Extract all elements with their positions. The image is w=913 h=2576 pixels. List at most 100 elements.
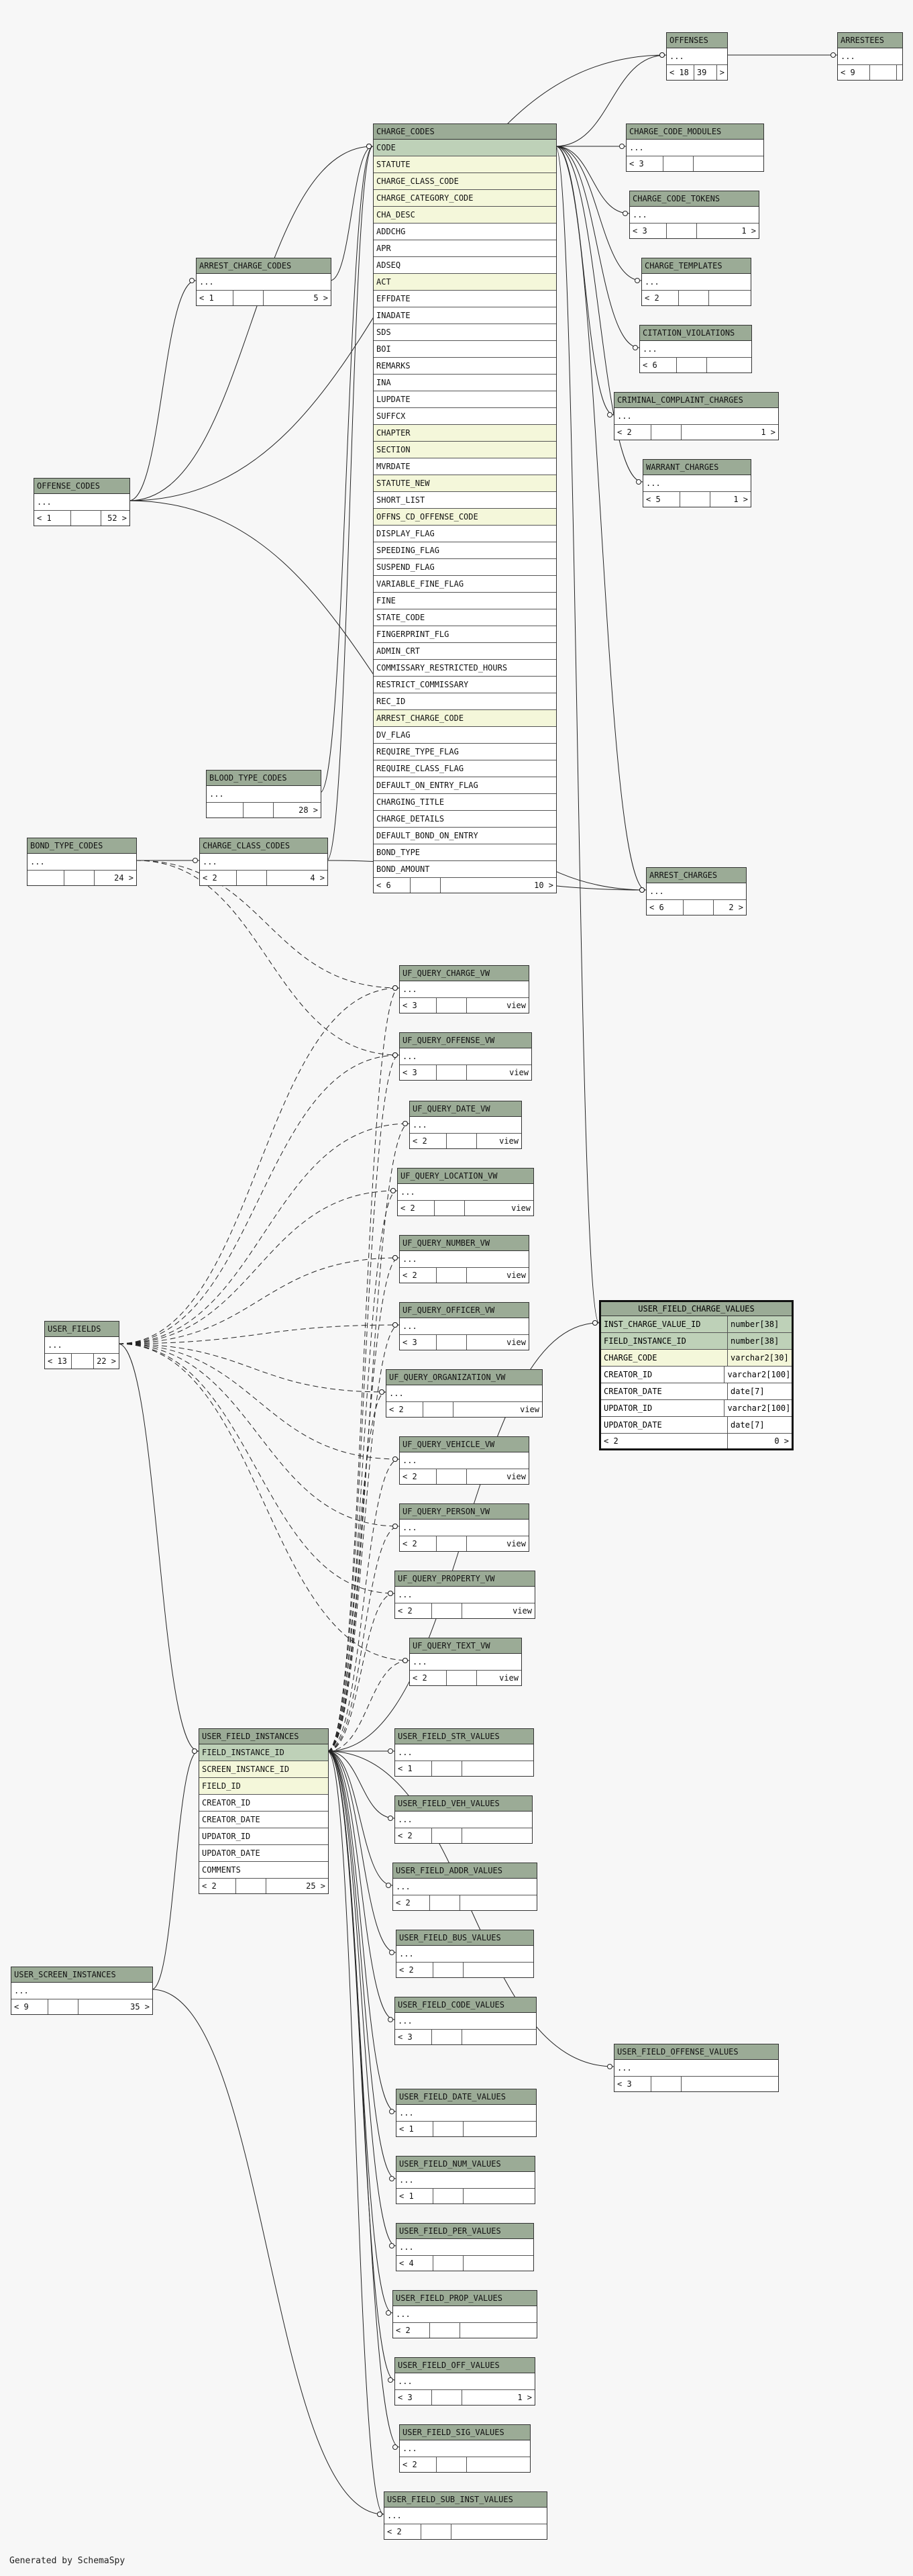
column-row[interactable]: CHARGE_CLASS_CODE [374, 173, 556, 190]
parents-count[interactable]: < 2 [400, 1268, 437, 1283]
parents-count[interactable]: < 3 [614, 2077, 651, 2091]
column-row[interactable]: ... [643, 475, 751, 492]
table-title[interactable]: ARRESTEES [838, 33, 902, 48]
column-row[interactable]: ... [398, 1184, 533, 1201]
row-count[interactable] [433, 2122, 464, 2136]
children-count[interactable]: view [509, 1068, 529, 1077]
parents-count[interactable]: < 1 [396, 2122, 433, 2136]
column-row[interactable]: OFFNS_CD_OFFENSE_CODE [374, 509, 556, 526]
row-count[interactable] [233, 291, 264, 305]
table-charge-templates[interactable]: CHARGE_TEMPLATES...< 2 [641, 258, 751, 306]
table-title[interactable]: USER_FIELD_NUM_VALUES [396, 2157, 535, 2172]
table-arrestees[interactable]: ARRESTEES...< 9 [837, 32, 903, 81]
row-count[interactable] [663, 156, 694, 171]
table-blood-type-codes[interactable]: BLOOD_TYPE_CODES...28 > [206, 770, 321, 818]
parents-count[interactable]: < 2 [396, 1963, 433, 1977]
column-row[interactable]: SPEEDING_FLAG [374, 542, 556, 559]
column-row[interactable]: STATUTE_NEW [374, 475, 556, 492]
row-count[interactable] [437, 1469, 467, 1484]
column-row[interactable]: ADDCHG [374, 224, 556, 240]
parents-count[interactable]: < 3 [395, 2390, 432, 2405]
column-row[interactable]: ... [395, 2013, 536, 2030]
row-count[interactable] [447, 1134, 477, 1148]
row-count[interactable] [432, 1828, 462, 1843]
column-row[interactable]: ... [838, 48, 902, 65]
column-row[interactable]: ... [395, 1587, 535, 1603]
column-row[interactable]: ... [640, 341, 751, 358]
children-count[interactable]: view [520, 1405, 539, 1414]
children-count[interactable]: view [506, 1539, 526, 1548]
row-count[interactable] [437, 998, 467, 1013]
row-count[interactable] [651, 2077, 682, 2091]
row-count[interactable] [433, 2256, 464, 2271]
row-count[interactable] [433, 2189, 464, 2203]
column-row[interactable]: ... [207, 786, 321, 803]
column-row[interactable]: CREATOR_ID [199, 1795, 328, 1812]
column-row[interactable]: DISPLAY_FLAG [374, 526, 556, 542]
column-row[interactable]: BOND_AMOUNT [374, 861, 556, 878]
parents-count[interactable]: < 18 [667, 65, 694, 80]
row-count[interactable] [447, 1671, 477, 1685]
row-count[interactable] [432, 2030, 462, 2044]
parents-count[interactable]: < 2 [384, 2524, 421, 2539]
children-count[interactable] [897, 65, 902, 80]
row-count[interactable] [423, 1402, 453, 1417]
table-title[interactable]: UF_QUERY_LOCATION_VW [398, 1169, 533, 1184]
table-title[interactable]: OFFENSE_CODES [34, 479, 129, 494]
parents-count[interactable]: < 6 [374, 878, 411, 893]
parents-count[interactable]: < 1 [34, 511, 71, 526]
column-row[interactable]: ... [396, 2172, 535, 2189]
children-count[interactable]: 35 > [130, 2002, 150, 2012]
column-row[interactable]: DEFAULT_BOND_ON_ENTRY [374, 828, 556, 844]
column-row[interactable]: CODE [374, 140, 556, 156]
column-row[interactable]: FIELD_INSTANCE_ID [199, 1744, 328, 1761]
row-count[interactable] [684, 900, 714, 915]
column-row[interactable]: ACT [374, 274, 556, 291]
column-row[interactable]: CHA_DESC [374, 207, 556, 224]
column-row[interactable]: ... [393, 1879, 537, 1895]
table-charge-code-modules[interactable]: CHARGE_CODE_MODULES...< 3 [626, 123, 764, 172]
column-row[interactable]: STATE_CODE [374, 609, 556, 626]
table-user-field-str-values[interactable]: USER_FIELD_STR_VALUES...< 1 [394, 1728, 534, 1777]
children-count[interactable]: view [499, 1673, 519, 1683]
table-title[interactable]: USER_FIELD_OFFENSE_VALUES [614, 2044, 778, 2060]
column-row[interactable]: ... [400, 2440, 530, 2457]
column-row[interactable]: ... [396, 1946, 533, 1963]
parents-count[interactable]: < 3 [395, 2030, 432, 2044]
row-count[interactable] [651, 425, 682, 440]
parents-count[interactable]: < 4 [396, 2256, 433, 2271]
table-title[interactable]: UF_QUERY_NUMBER_VW [400, 1236, 529, 1251]
table-title[interactable]: UF_QUERY_VEHICLE_VW [400, 1437, 529, 1452]
column-row[interactable]: ... [45, 1337, 119, 1354]
parents-count[interactable]: < 3 [400, 998, 437, 1013]
table-title[interactable]: UF_QUERY_TEXT_VW [410, 1638, 521, 1654]
row-count[interactable] [437, 1268, 467, 1283]
parents-count[interactable]: < 9 [838, 65, 871, 80]
column-row[interactable]: REQUIRE_TYPE_FLAG [374, 744, 556, 760]
children-count[interactable]: 1 > [517, 2393, 532, 2402]
column-row[interactable]: SCREEN_INSTANCE_ID [199, 1761, 328, 1778]
parents-count[interactable]: < 6 [640, 358, 677, 373]
column-row[interactable]: UPDATOR_ID [199, 1828, 328, 1845]
parents-count[interactable]: < 13 [45, 1354, 72, 1369]
column-row[interactable]: SDS [374, 324, 556, 341]
table-title[interactable]: CHARGE_CODE_TOKENS [630, 191, 759, 207]
table-title[interactable]: UF_QUERY_OFFICER_VW [400, 1303, 529, 1318]
column-row[interactable]: BOND_TYPE [374, 844, 556, 861]
parents-count[interactable]: < 2 [410, 1671, 447, 1685]
